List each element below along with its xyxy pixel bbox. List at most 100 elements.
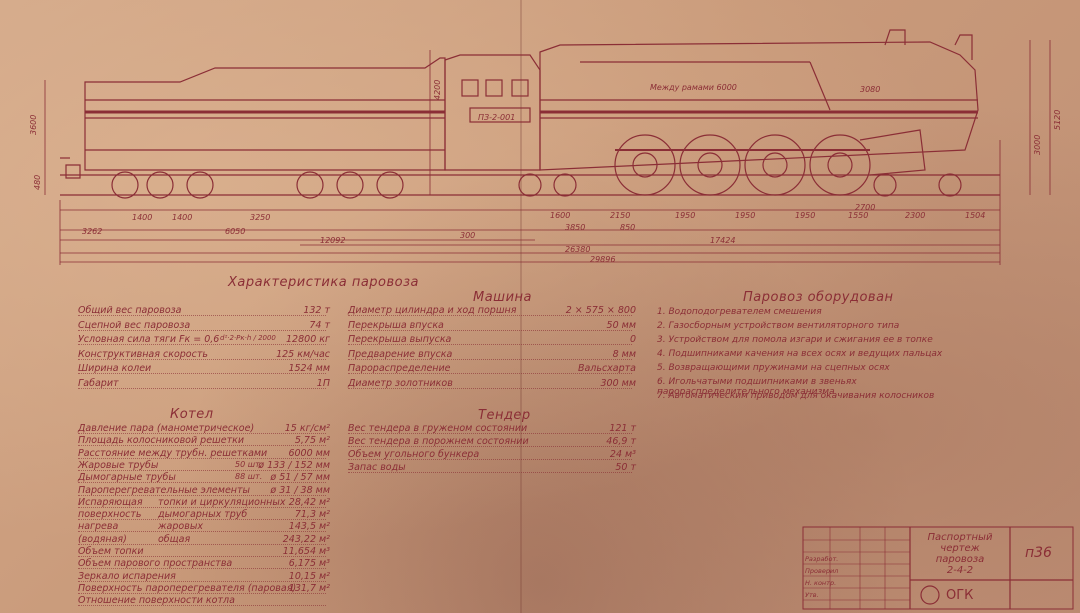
characteristic-value: 1524 мм	[288, 363, 330, 374]
boiler-value: 71,3 м²	[294, 509, 330, 521]
stamp-cell: Разработ.	[805, 555, 839, 563]
boiler-value: 11,654 м³	[282, 546, 330, 557]
dim-3080: 3080	[860, 85, 880, 94]
dim-2150: 2150	[610, 211, 630, 220]
stamp-title: Паспортный чертеж паровоза 2-4-2	[912, 532, 1008, 576]
stamp-line-4: 2-4-2	[946, 565, 974, 576]
boiler-extra: 50 шт.	[235, 459, 263, 469]
equipment-item: 1. Водоподогревателем смешения	[657, 307, 822, 317]
dim-17424: 17424	[710, 236, 735, 245]
leader-dots	[78, 494, 326, 496]
leader-dots	[348, 343, 632, 345]
machine-label: Перекрыша выпуска	[348, 334, 452, 345]
leader-dots	[348, 432, 632, 434]
boiler-value: 5,75 м²	[294, 435, 330, 447]
characteristic-label: Условная сила тяги Fк = 0,6	[78, 334, 220, 345]
boiler-row: Отношение поверхности котла	[78, 595, 330, 607]
dim-1504: 1504	[965, 211, 985, 220]
dim-300: 300	[460, 231, 475, 240]
machine-value: Вальсхарта	[577, 363, 636, 374]
leader-dots	[78, 444, 326, 447]
stamp-org: ОГК	[946, 588, 974, 603]
equipment-item: 5. Возвращающими пружинами на сцепных ос…	[657, 363, 890, 373]
boiler-label: Дымогарные трубы	[78, 472, 176, 484]
boiler-row: Давление пара (манометрическое)15 кг/см²	[78, 423, 330, 435]
boiler-label: (водяная)	[78, 533, 127, 545]
characteristic-label: Ширина колеи	[78, 363, 152, 374]
characteristics-title: Характеристика паровоза	[228, 275, 419, 290]
boiler-value: 243,22 м²	[282, 533, 330, 545]
leader-dots	[78, 604, 326, 607]
equipment-item: 4. Подшипниками качения на всех осях и в…	[657, 349, 943, 359]
dim-2300: 2300	[905, 211, 925, 220]
characteristic-value: 1П	[316, 377, 330, 389]
boiler-value: 143,5 м²	[288, 521, 330, 533]
tender-row: Вес тендера в порожнем состоянии 46,9 т	[348, 436, 636, 448]
machine-label: Диаметр золотников	[348, 377, 453, 389]
machine-label: Диаметр цилиндра и ход поршня	[348, 305, 517, 316]
leader-dots	[78, 518, 326, 521]
stamp-line-3: паровоза	[935, 554, 985, 565]
stamp-line-1: Паспортный	[927, 532, 993, 543]
stamp-cell: Н. контр.	[805, 579, 837, 587]
leader-dots	[78, 580, 326, 582]
tender-value: 46,9 т	[606, 436, 636, 447]
leader-dots	[78, 592, 326, 594]
boiler-extra: 88 шт.	[235, 472, 263, 482]
leader-dots	[348, 471, 632, 473]
machine-label: Перекрыша впуска	[348, 319, 444, 331]
stamp-code: п36	[1025, 545, 1052, 561]
machine-value: 0	[629, 334, 636, 345]
boiler-value: ø 133 / 152 мм	[258, 459, 330, 471]
boiler-title: Котел	[170, 407, 214, 422]
tender-label: Вес тендера в порожнем состоянии	[348, 436, 529, 447]
dim-3850: 3850	[565, 223, 585, 232]
leader-dots	[78, 506, 326, 508]
tender-title: Тендер	[478, 408, 531, 423]
dim-1400a: 1400	[132, 213, 152, 222]
boiler-value: 6000 мм	[288, 447, 330, 459]
boiler-row: Жаровые трубы 50 шт.ø 133 / 152 мм	[78, 460, 330, 472]
dim-3250: 3250	[250, 213, 270, 222]
tender-body	[84, 57, 446, 171]
boiler-value: ø 51 / 57 мм	[270, 472, 330, 484]
leader-dots	[78, 481, 326, 484]
characteristic-value: 132 т	[303, 305, 330, 316]
machine-value: 8 мм	[612, 348, 636, 360]
boiler-label: Жаровые трубы	[78, 459, 159, 471]
characteristic-label: Конструктивная скорость	[78, 348, 208, 360]
locomotive-wheels	[518, 134, 962, 197]
leader-dots	[78, 530, 326, 533]
dim-3600: 3600	[29, 115, 38, 135]
boiler-label: нагрева	[78, 521, 119, 533]
tender-label: Запас воды	[348, 462, 406, 473]
machine-row: Перекрыша выпуска 0	[348, 334, 636, 346]
boiler-label: Расстояние между трубн. решетками	[78, 447, 268, 459]
characteristic-value: 125 км/час	[276, 348, 330, 360]
stamp-line-2: чертеж	[940, 543, 980, 554]
boiler-value: 10,15 м²	[288, 570, 330, 582]
leader-dots	[348, 314, 632, 316]
equipment-item: 3. Устройством для помола изгари и сжига…	[657, 335, 933, 345]
boiler-row: Дымогарные трубы 88 шт. ø 51 / 57 мм	[78, 472, 330, 484]
boiler-label: Отношение поверхности котла	[78, 595, 235, 607]
stamp-cell: Проверил	[805, 567, 839, 575]
leader-dots	[78, 457, 326, 459]
dim-1600: 1600	[550, 211, 570, 220]
dim-4200: 4200	[433, 80, 442, 100]
stamp-cell: Утв.	[805, 591, 819, 599]
dim-26380: 26380	[565, 245, 590, 254]
